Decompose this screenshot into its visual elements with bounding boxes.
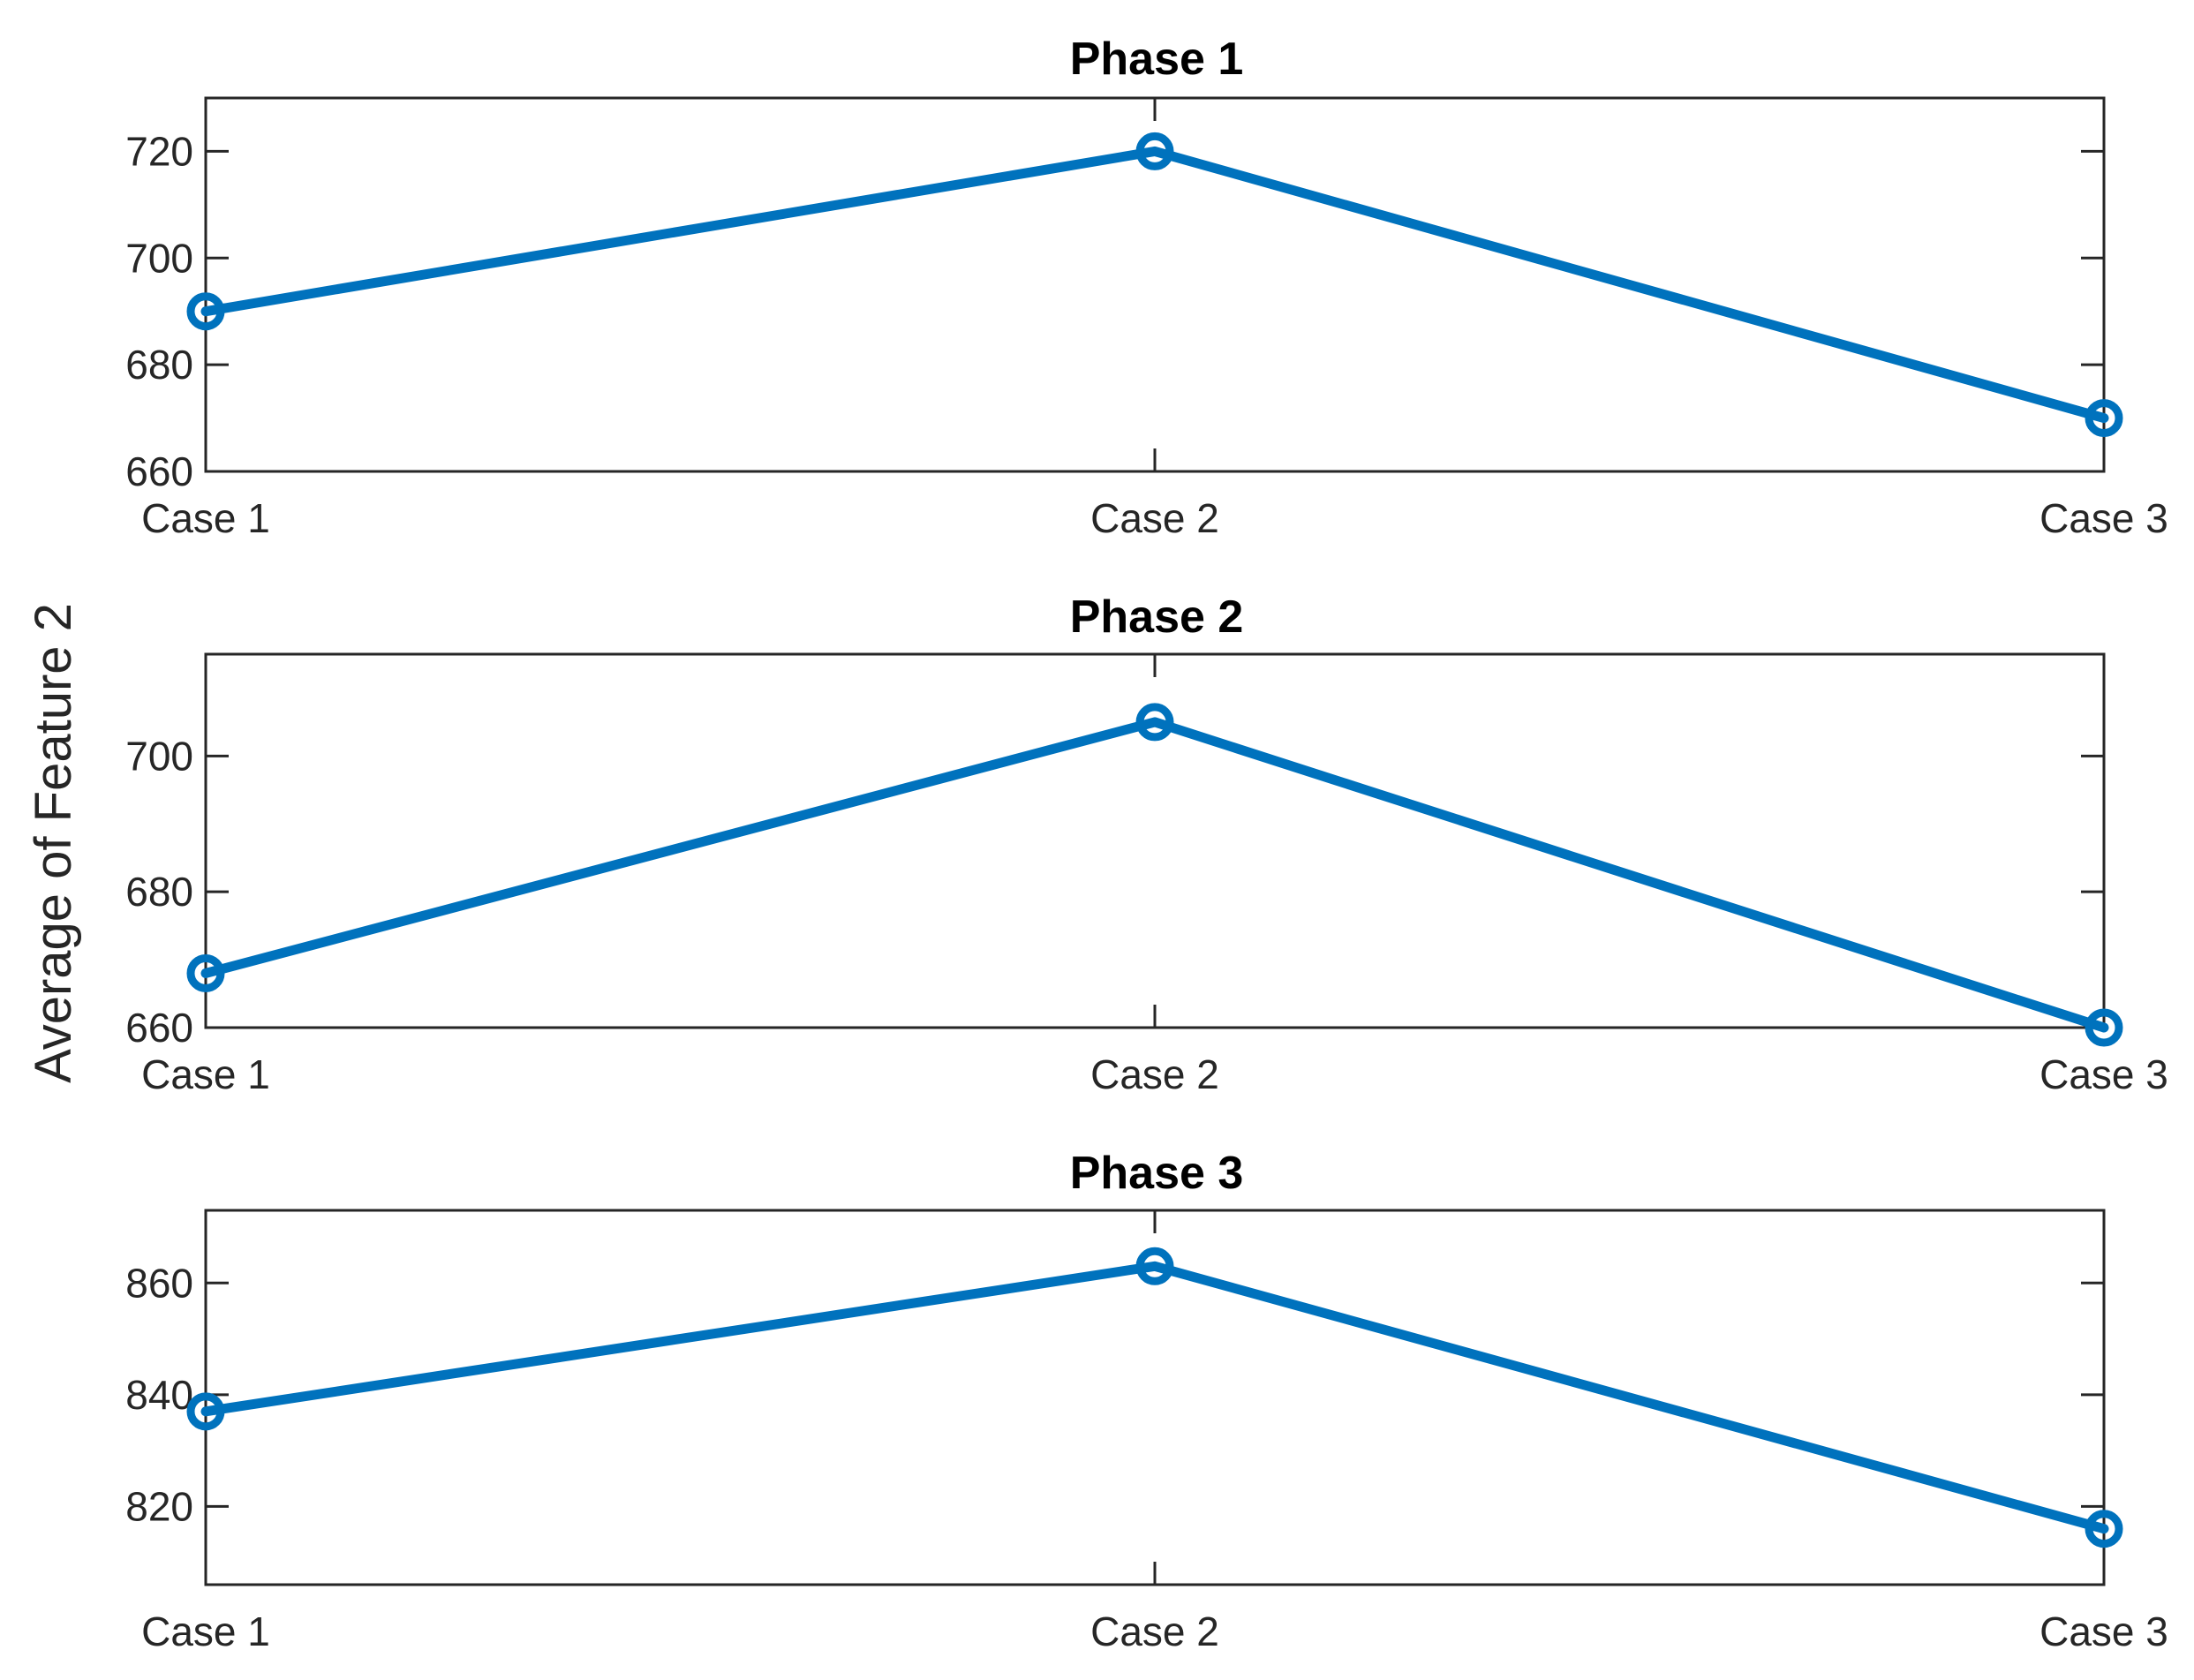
series-line [200, 717, 2109, 1033]
y-tick-label: 660 [125, 1005, 193, 1051]
x-tick-label: Case 2 [1090, 1608, 1219, 1654]
data-point [186, 292, 225, 331]
data-point [1135, 703, 1174, 742]
series-line [200, 1261, 2109, 1534]
data-point [2085, 399, 2123, 438]
y-axis-label: Average of Feature 2 [25, 603, 82, 1083]
y-tick-label: 820 [125, 1483, 193, 1529]
y-tick-label: 860 [125, 1260, 193, 1306]
series-line [200, 146, 2109, 424]
x-tick-label: Case 2 [1090, 1051, 1219, 1097]
panel-title: Phase 3 [1070, 1148, 1244, 1199]
y-tick-label: 680 [125, 342, 193, 388]
x-tick-label: Case 1 [141, 1051, 270, 1097]
x-tick-label: Case 2 [1090, 495, 1219, 541]
x-tick-label: Case 3 [2039, 495, 2168, 541]
y-tick-label: 660 [125, 448, 193, 494]
data-point [1135, 132, 1174, 170]
data-point [2085, 1008, 2123, 1047]
y-tick-label: 840 [125, 1372, 193, 1418]
y-tick-label: 680 [125, 869, 193, 915]
y-tick-label: 700 [125, 733, 193, 779]
y-tick-label: 700 [125, 235, 193, 281]
panel-title: Phase 1 [1070, 34, 1244, 85]
data-point [186, 953, 225, 992]
data-point [2085, 1510, 2123, 1548]
x-tick-label: Case 3 [2039, 1608, 2168, 1654]
data-point [1135, 1247, 1174, 1285]
x-tick-label: Case 1 [141, 495, 270, 541]
x-tick-label: Case 1 [141, 1608, 270, 1654]
y-tick-label: 720 [125, 128, 193, 174]
panel-title: Phase 2 [1070, 591, 1244, 643]
data-point [186, 1392, 225, 1431]
x-tick-label: Case 3 [2039, 1051, 2168, 1097]
